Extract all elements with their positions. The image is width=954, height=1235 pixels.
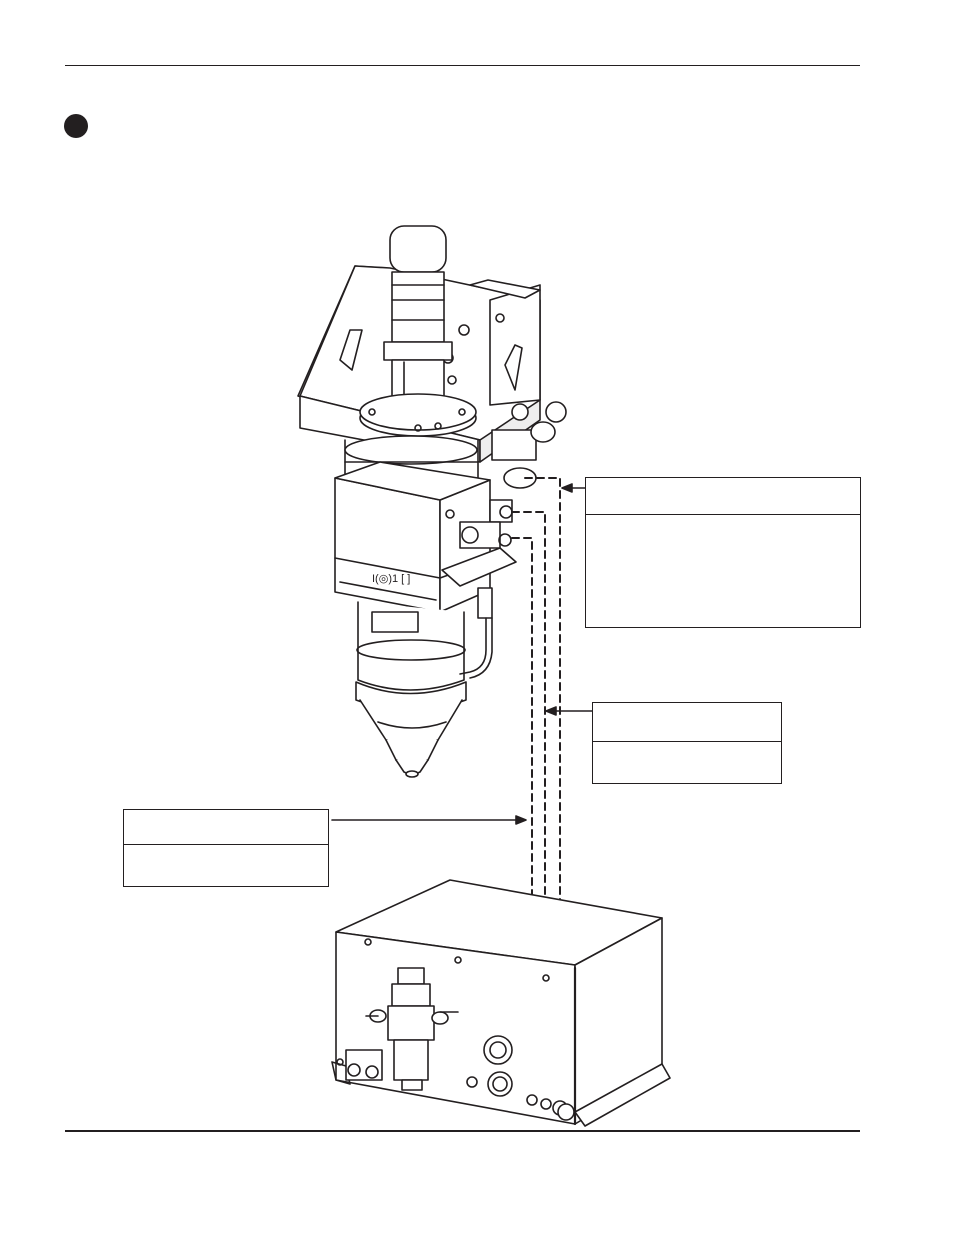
callout-upper-right	[585, 477, 861, 628]
callout-middle-right-text	[593, 742, 781, 750]
callout-middle-right-title	[593, 703, 781, 742]
callout-middle-right	[592, 702, 782, 784]
gas-line-1	[524, 477, 561, 1099]
gas-console	[331, 879, 671, 1127]
gas-line-3	[511, 537, 533, 1099]
callout-upper-right-text	[586, 515, 860, 523]
callout-lower-left-title	[124, 810, 328, 845]
cutting-head: I(◎)1 [ ]	[297, 225, 567, 778]
callout-upper-right-title	[586, 478, 860, 515]
callout-lower-left-text	[124, 845, 328, 853]
svg-text:I(◎)1 [ ]: I(◎)1 [ ]	[372, 573, 410, 585]
footer-rule	[65, 1130, 860, 1132]
section-bullet-icon	[64, 114, 88, 138]
callout-lower-left	[123, 809, 329, 887]
leader-arrows	[331, 483, 593, 825]
header-rule	[65, 65, 860, 66]
